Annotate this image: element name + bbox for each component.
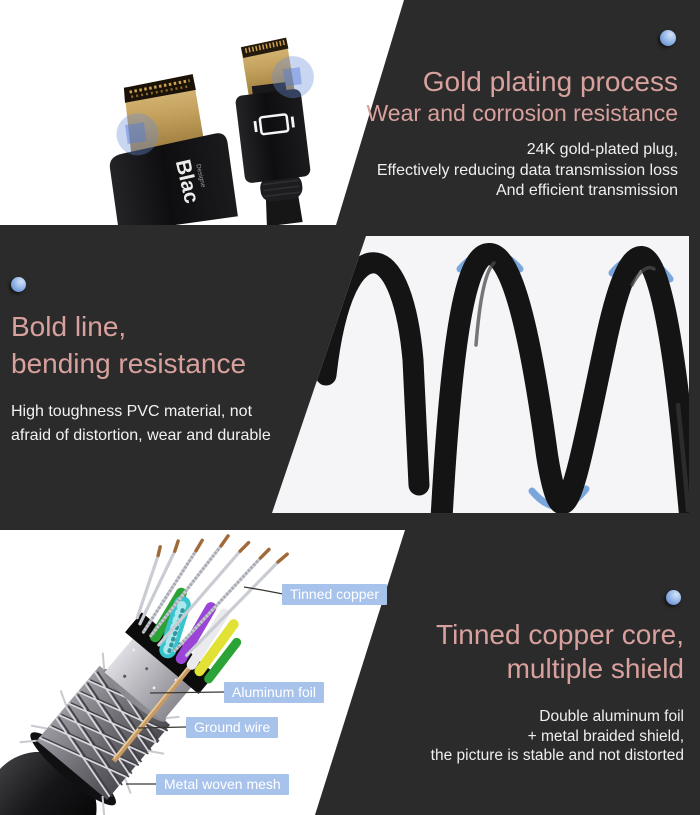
hdmi-connector: Blac Designe [109,74,238,225]
label-metal-woven-mesh: Metal woven mesh [156,774,289,795]
body-line: + metal braided shield, [527,727,684,745]
section-gold-plating: Blac Designe [0,0,700,225]
highlight-square [282,67,302,87]
diagonal-dark-panel [336,0,700,225]
section-body: High toughness PVC material, not afraid … [11,400,271,447]
strain-ridge [263,185,300,192]
label-tinned-copper: Tinned copper [282,584,387,605]
section-copper-core: Tinned copper Aluminum foil Ground wire … [0,530,700,815]
highlight-square [125,122,147,144]
connectors-photo: Blac Designe [109,37,314,225]
section-body: Double aluminum foil + metal braided shi… [431,707,684,766]
strain-ridge [262,179,299,186]
section-heading: Bold line, [11,311,127,342]
bottom-text-block: Tinned copper core, multiple shield Doub… [431,618,684,766]
wire-green2 [204,637,242,684]
tinned-copper-strands [135,534,289,657]
section-bold-line: Bold line, bending resistance High tough… [0,225,700,530]
label-aluminum-foil: Aluminum foil [224,682,325,703]
middle-text-block: Bold line, bending resistance High tough… [11,309,271,447]
minidp-body [235,89,311,183]
body-line: And efficient transmission [495,182,678,199]
hdmi-pins [129,79,190,94]
section-body: 24K gold-plated plug, Effectively reduci… [367,140,678,202]
body-line: the picture is stable and not distorted [430,747,684,764]
section-heading: bending resistance [11,347,247,379]
section-heading: Tinned copper core, [436,619,684,650]
ground-wire-strand [111,663,194,763]
coil-cable-end [315,252,430,496]
monitor-icon [253,113,295,136]
hdmi-body [109,133,238,225]
coiled-cable-photo [315,243,689,513]
wire-yellow [194,619,239,677]
body-line: Effectively reducing data transmission l… [376,161,678,179]
body-line: afraid of distortion, wear and durable [11,426,271,444]
body-line: High toughness PVC material, not [11,403,253,420]
cable-cross-section [0,534,289,815]
sphere-dot [666,590,681,605]
coil-cable [430,243,689,513]
top-text-block: Gold plating process Wear and corrosion … [367,66,679,202]
highlight-circle [116,113,159,156]
section-heading: Gold plating process [422,66,678,97]
cable-sheath [0,751,97,815]
highlight-circle [271,56,314,99]
minidp-connector [235,37,314,225]
section-subheading: Wear and corrosion resistance [366,100,679,126]
body-line: Double aluminum foil [539,708,684,725]
coil-highlights [474,261,689,513]
label-ground-wire: Ground wire [186,717,279,738]
sphere-dot [660,30,676,46]
strain-ridge [264,191,301,198]
sphere-dot [11,277,26,292]
leader-lines [126,586,284,785]
section-heading: multiple shield [506,652,684,684]
body-line: 24K gold-plated plug, [526,141,678,158]
